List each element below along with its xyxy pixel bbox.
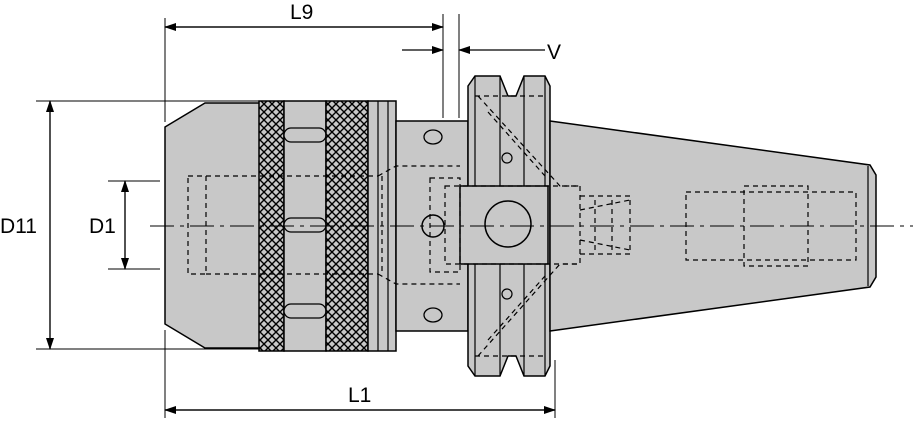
v-flange — [459, 75, 551, 377]
label-d1: D1 — [89, 215, 116, 238]
extension-lines — [36, 14, 556, 418]
slot-upper — [283, 127, 327, 143]
oil-hole-bottom — [423, 307, 443, 323]
label-d11: D11 — [0, 215, 37, 238]
slot-lower — [283, 303, 327, 319]
dimension-lines — [46, 23, 556, 414]
label-l1: L1 — [348, 384, 372, 407]
oil-hole-top — [423, 129, 443, 145]
slot-middle — [283, 217, 327, 233]
label-l9: L9 — [290, 1, 314, 24]
label-v: V — [547, 41, 562, 64]
